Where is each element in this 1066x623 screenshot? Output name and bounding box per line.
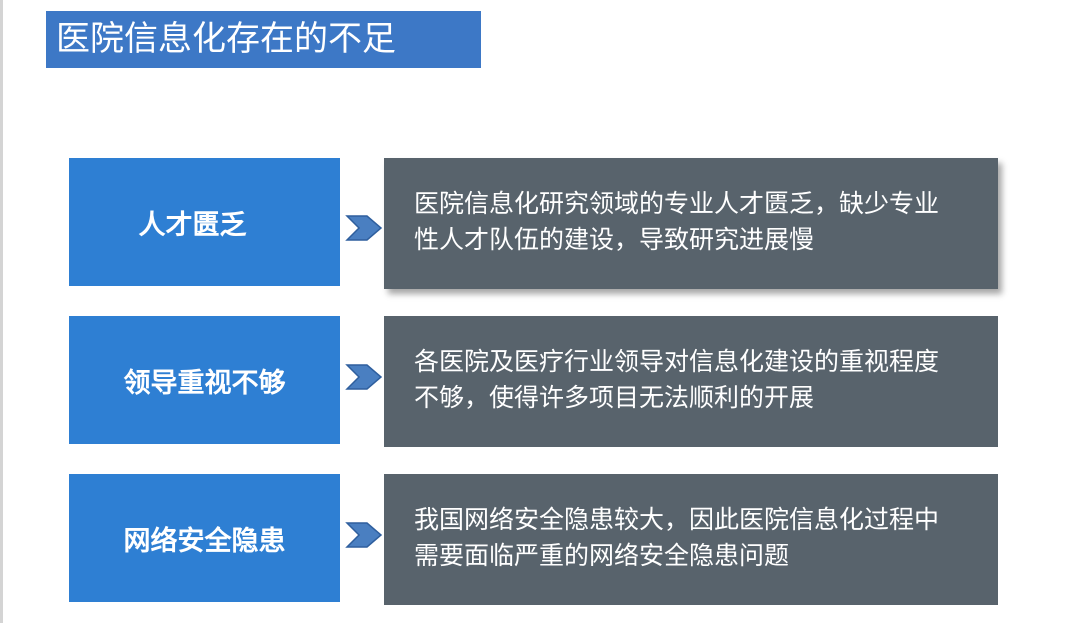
label-box-talent-shortage: 人才匮乏 [69,158,340,286]
label-box-leadership-attention: 领导重视不够 [69,316,340,444]
label-text: 网络安全隐患 [123,525,286,557]
label-text: 人才匮乏 [138,209,247,241]
left-border-line [0,0,3,623]
slide-title: 医院信息化存在的不足 [46,11,481,68]
chevron-right-icon [345,522,383,548]
description-text: 医院信息化研究领域的专业人才匮乏，缺少专业性人才队伍的建设，导致研究进展慢 [414,189,940,254]
chevron-right-icon [345,364,383,390]
label-text: 领导重视不够 [123,367,286,399]
description-text: 我国网络安全隐患较大，因此医院信息化过程中需要面临严重的网络安全隐患问题 [414,505,940,570]
description-box-talent-shortage: 医院信息化研究领域的专业人才匮乏，缺少专业性人才队伍的建设，导致研究进展慢 [384,158,998,289]
description-box-network-security: 我国网络安全隐患较大，因此医院信息化过程中需要面临严重的网络安全隐患问题 [384,474,998,605]
label-box-network-security: 网络安全隐患 [69,474,340,602]
description-text: 各医院及医疗行业领导对信息化建设的重视程度不够，使得许多项目无法顺利的开展 [414,347,940,412]
chevron-right-icon [345,215,383,241]
description-box-leadership-attention: 各医院及医疗行业领导对信息化建设的重视程度不够，使得许多项目无法顺利的开展 [384,316,998,447]
